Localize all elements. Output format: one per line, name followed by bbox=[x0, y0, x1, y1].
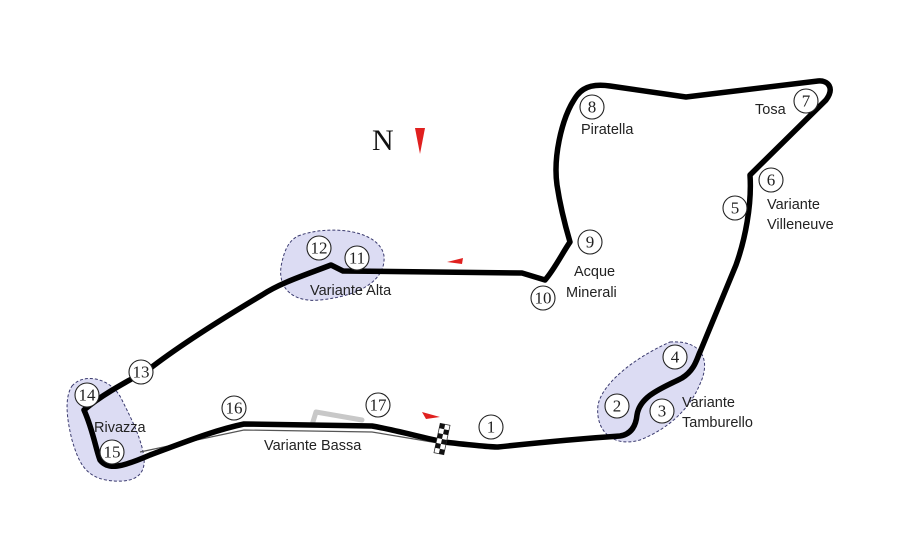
turn-marker-14: 14 bbox=[74, 382, 100, 408]
label-tosa: Tosa bbox=[755, 102, 787, 118]
turn-marker-5: 5 bbox=[722, 195, 748, 221]
turn-marker-13: 13 bbox=[128, 359, 154, 385]
svg-text:11: 11 bbox=[349, 249, 365, 268]
svg-text:13: 13 bbox=[133, 363, 150, 382]
label-variante-villeneuve-2: Villeneuve bbox=[767, 217, 834, 233]
label-variante-tamburello-1: Variante bbox=[682, 395, 735, 411]
turn-marker-9: 9 bbox=[577, 229, 603, 255]
label-variante-tamburello-2: Tamburello bbox=[682, 415, 753, 431]
label-variante-villeneuve-1: Variante bbox=[767, 197, 820, 213]
turn-marker-6: 6 bbox=[758, 167, 784, 193]
label-piratella: Piratella bbox=[581, 122, 634, 138]
label-acque-minerali-2: Minerali bbox=[566, 285, 617, 301]
turn-marker-15: 15 bbox=[99, 439, 125, 465]
svg-text:15: 15 bbox=[104, 443, 121, 462]
turn-marker-3: 3 bbox=[649, 398, 675, 424]
svg-text:17: 17 bbox=[370, 396, 388, 415]
compass-letter: N bbox=[372, 124, 394, 157]
track-outline bbox=[81, 78, 833, 469]
turn-marker-2: 2 bbox=[604, 393, 630, 419]
start-finish-line bbox=[433, 422, 451, 456]
svg-text:3: 3 bbox=[658, 402, 667, 421]
svg-text:12: 12 bbox=[311, 239, 328, 258]
svg-text:8: 8 bbox=[588, 98, 597, 117]
turn-marker-16: 16 bbox=[221, 395, 247, 421]
svg-text:4: 4 bbox=[671, 348, 680, 367]
direction-arrow-straight bbox=[447, 258, 463, 264]
turn-marker-7: 7 bbox=[793, 88, 819, 114]
direction-arrow-start bbox=[422, 412, 440, 419]
svg-text:7: 7 bbox=[802, 92, 811, 111]
turn-marker-4: 4 bbox=[662, 344, 688, 370]
turn-marker-11: 11 bbox=[344, 245, 370, 271]
svg-text:16: 16 bbox=[226, 399, 243, 418]
svg-text:1: 1 bbox=[487, 418, 496, 437]
turn-marker-17: 17 bbox=[365, 392, 391, 418]
label-variante-alta: Variante Alta bbox=[310, 283, 392, 299]
svg-text:2: 2 bbox=[613, 397, 622, 416]
old-variante-bassa-track bbox=[309, 409, 365, 428]
svg-text:5: 5 bbox=[731, 199, 740, 218]
north-arrow-icon bbox=[415, 128, 425, 154]
turn-marker-8: 8 bbox=[579, 94, 605, 120]
svg-text:10: 10 bbox=[535, 289, 552, 308]
turn-marker-12: 12 bbox=[306, 235, 332, 261]
turn-marker-1: 1 bbox=[478, 414, 504, 440]
label-variante-bassa: Variante Bassa bbox=[264, 438, 362, 454]
turn-marker-10: 10 bbox=[530, 285, 556, 311]
svg-text:6: 6 bbox=[767, 171, 776, 190]
svg-text:9: 9 bbox=[586, 233, 595, 252]
svg-text:14: 14 bbox=[79, 386, 97, 405]
label-rivazza: Rivazza bbox=[94, 420, 147, 436]
label-acque-minerali-1: Acque bbox=[574, 264, 615, 280]
